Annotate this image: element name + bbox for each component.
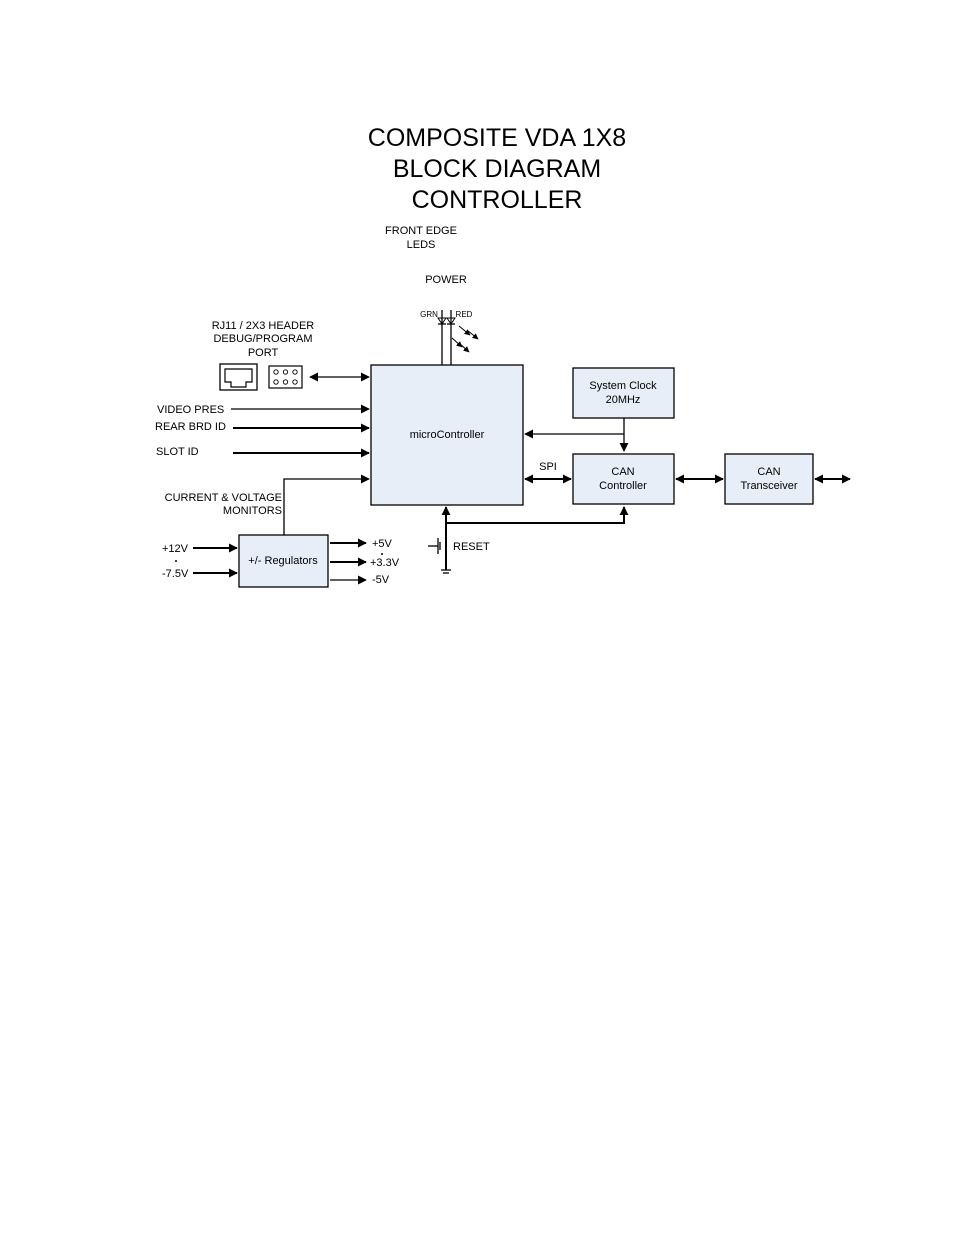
- input-dot: [175, 560, 177, 562]
- microcontroller-block: microController: [370, 364, 524, 506]
- pin-header-2x3-icon: [268, 365, 303, 389]
- led-green-label: GRN: [420, 310, 438, 319]
- slot-id-label: SLOT ID: [156, 446, 199, 458]
- output-neg5v-label: -5V: [372, 574, 390, 586]
- output-dot: [381, 553, 383, 555]
- can-transceiver-block: CAN Transceiver: [724, 453, 814, 505]
- regulators-label: +/- Regulators: [248, 555, 318, 567]
- led-diodes: [437, 310, 479, 365]
- leds-label-line-1: FRONT EDGE: [385, 225, 457, 237]
- spi-label: SPI: [539, 461, 557, 473]
- reset-line-to-can: [445, 506, 629, 570]
- system-clock-label-line-1: System Clock: [589, 380, 657, 392]
- title-line-3: CONTROLLER: [412, 186, 583, 214]
- can-controller-label-line-1: CAN: [611, 466, 634, 478]
- rj11-connector-icon: [219, 363, 258, 391]
- rear-brd-id-label: REAR BRD ID: [155, 421, 226, 433]
- regulators-block: +/- Regulators: [238, 534, 329, 588]
- output-33v-label: +3.3V: [370, 557, 400, 569]
- can-transceiver-label-line-1: CAN: [757, 466, 780, 478]
- can-transceiver-label-line-2: Transceiver: [740, 480, 797, 492]
- video-pres-label: VIDEO PRES: [157, 404, 224, 416]
- leds-label-line-2: LEDS: [407, 239, 436, 251]
- input-75v-label: -7.5V: [162, 568, 189, 580]
- microcontroller-label: microController: [410, 429, 485, 441]
- can-controller-block: CAN Controller: [572, 453, 675, 505]
- monitors-label-line-1: CURRENT & VOLTAGE: [165, 492, 282, 504]
- system-clock-label-line-2: 20MHz: [606, 394, 641, 406]
- monitors-arrow: [283, 474, 370, 535]
- port-label-line-2: DEBUG/PROGRAM: [213, 333, 312, 345]
- output-5v-label: +5V: [372, 538, 393, 550]
- port-label-line-1: RJ11 / 2X3 HEADER: [212, 320, 315, 332]
- title-line-2: BLOCK DIAGRAM: [393, 155, 601, 183]
- port-label-line-3: PORT: [248, 347, 279, 359]
- input-12v-label: +12V: [162, 543, 189, 555]
- monitors-label-line-2: MONITORS: [223, 505, 282, 517]
- power-label: POWER: [425, 274, 467, 286]
- reset-switch-icon: [428, 538, 451, 574]
- led-red-label: RED: [456, 310, 473, 319]
- reset-label: RESET: [453, 541, 490, 553]
- can-controller-label-line-2: Controller: [599, 480, 647, 492]
- system-clock-block: System Clock 20MHz: [572, 367, 675, 419]
- title-line-1: COMPOSITE VDA 1X8: [368, 124, 626, 152]
